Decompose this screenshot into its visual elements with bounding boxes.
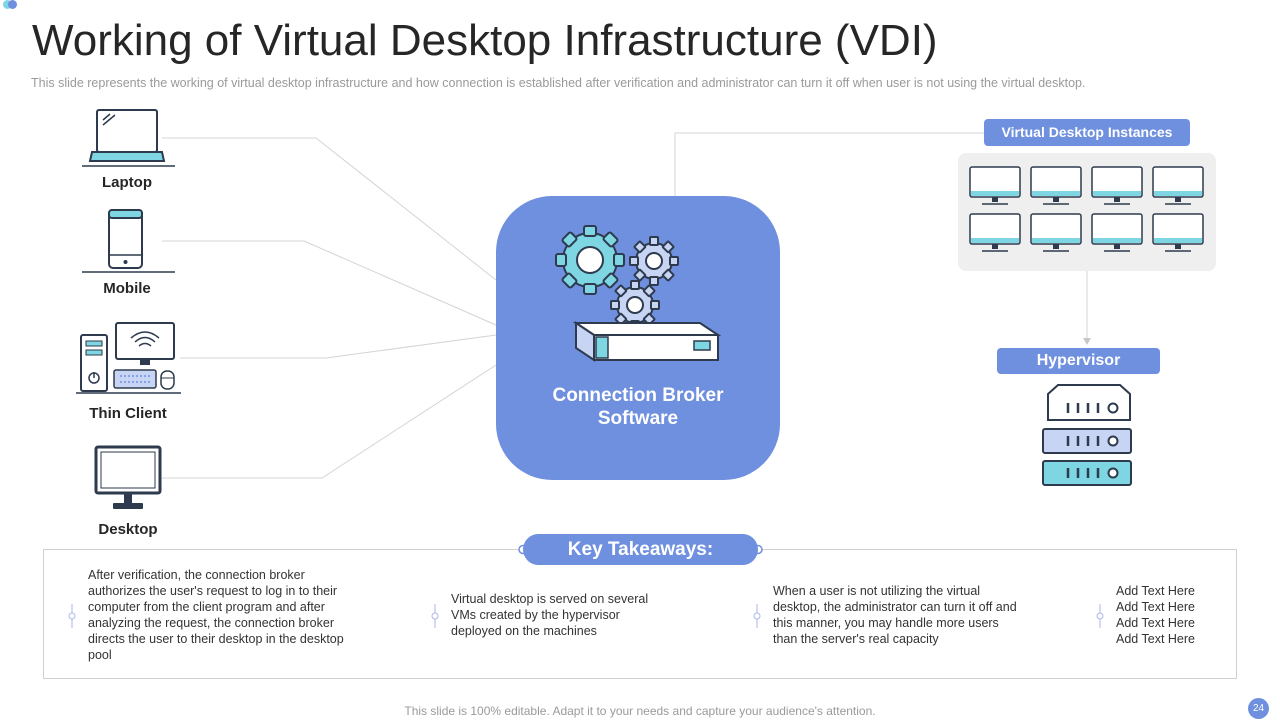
mobile-label: Mobile — [103, 280, 151, 297]
mobile-icon — [82, 209, 175, 273]
monitor-grid-icons — [969, 166, 1204, 252]
laptop-label: Laptop — [102, 174, 152, 191]
page-subtitle: This slide represents the working of vir… — [31, 76, 1086, 90]
footer-note: This slide is 100% editable. Adapt it to… — [404, 704, 876, 718]
page-number-badge: 24 — [1248, 698, 1269, 719]
arrowhead-icon — [1083, 338, 1091, 345]
laptop-connector — [162, 137, 497, 281]
takeaway-text-1: After verification, the connection broke… — [88, 568, 344, 662]
corner-dot-b — [8, 0, 17, 9]
virtual-monitor-icon-3 — [1091, 166, 1143, 205]
mobile-connector — [162, 240, 497, 326]
takeaway-text-2: Virtual desktop is served on several VMs… — [451, 592, 649, 638]
takeaway-text-4: Add Text Here Add Text Here Add Text Her… — [1116, 584, 1195, 646]
connection-broker-label-line1: Connection Broker — [552, 385, 724, 406]
laptop-icon — [82, 109, 175, 167]
virtual-monitor-icon-7 — [1091, 213, 1143, 252]
virtual-monitor-icon-5 — [969, 213, 1021, 252]
virtual-monitor-icon-4 — [1152, 166, 1204, 205]
virtual-desktop-instances-label: Virtual Desktop Instances — [984, 119, 1190, 146]
key-takeaways-heading: Key Takeaways: — [523, 534, 758, 565]
desktop-label: Desktop — [98, 521, 158, 538]
hypervisor-label: Hypervisor — [997, 348, 1160, 374]
virtual-monitor-icon-6 — [1030, 213, 1082, 252]
connection-broker-label: Connection Broker Software — [510, 384, 766, 430]
corner-dot-a — [3, 0, 12, 9]
connection-broker-label-line2: Software — [597, 408, 679, 429]
server-rack-icon — [1042, 384, 1132, 486]
desktop-connector — [162, 364, 497, 479]
gears-server-icon — [555, 225, 722, 362]
virtual-monitor-icon-2 — [1030, 166, 1082, 205]
desktop-icon — [94, 445, 162, 509]
thin-client-connector — [180, 334, 497, 359]
virtual-monitor-icon-8 — [1152, 213, 1204, 252]
page-title: Working of Virtual Desktop Infrastructur… — [32, 16, 938, 65]
broker-to-vdi-connector — [674, 132, 984, 196]
thin-client-label: Thin Client — [89, 405, 167, 422]
takeaway-text-3: When a user is not utilizing the virtual… — [773, 584, 1017, 646]
virtual-monitor-icon-1 — [969, 166, 1021, 205]
thin-client-icon — [76, 322, 181, 394]
